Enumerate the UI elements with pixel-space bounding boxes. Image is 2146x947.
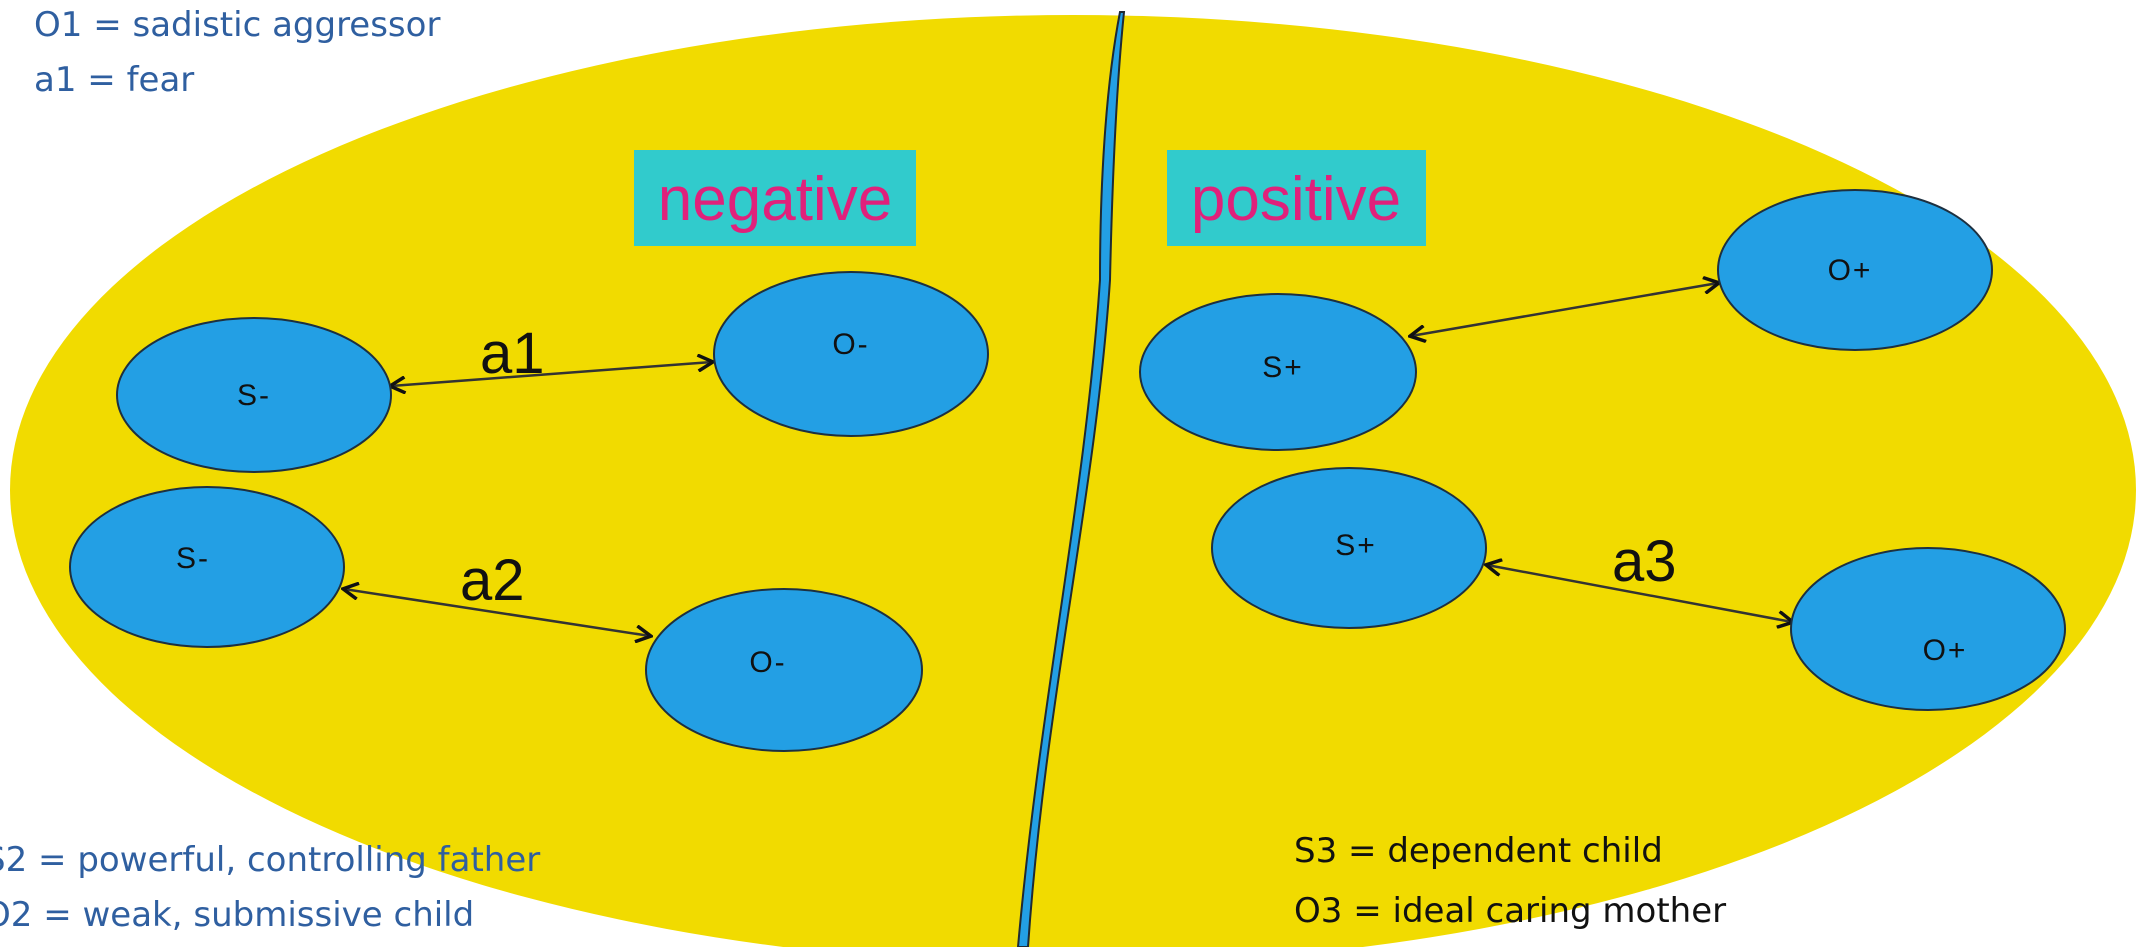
legend-s2: S2 = powerful, controlling father (0, 840, 540, 880)
node-o-plus-bottom-label: O+ (1923, 634, 1968, 667)
node-o-minus-bottom: O- (645, 588, 923, 752)
node-s-plus-bottom-label: S+ (1335, 529, 1377, 562)
node-s-plus-top-label: S+ (1262, 351, 1304, 384)
positive-tag: positive (1167, 150, 1426, 246)
legend-o1: O1 = sadistic aggressor (34, 5, 440, 45)
node-o-minus-top-label: O- (832, 328, 869, 361)
node-o-plus-top-label: O+ (1828, 254, 1873, 287)
legend-a1: a1 = fear (34, 60, 194, 100)
edge-label-a1: a1 (480, 321, 545, 386)
background-ellipse (10, 15, 2136, 947)
edge-label-a3: a3 (1612, 529, 1677, 594)
node-s-plus-bottom: S+ (1211, 467, 1487, 629)
edge-a2-arrow (344, 589, 650, 636)
legend-o2: O2 = weak, submissive child (0, 895, 474, 935)
negative-tag: negative (634, 150, 916, 246)
edge-a1-arrow (391, 362, 712, 386)
node-s-minus-top-label: S- (237, 379, 271, 412)
legend-s3: S3 = dependent child (1294, 831, 1663, 871)
legend-o3: O3 = ideal caring mother (1294, 891, 1726, 931)
edge-s1-o1-positive-arrow (1411, 283, 1718, 336)
node-o-plus-top: O+ (1717, 189, 1993, 351)
edge-a3-arrow (1487, 565, 1792, 622)
node-s-minus-top: S- (116, 317, 392, 473)
node-s-minus-bottom: S- (69, 486, 345, 648)
negative-tag-label: negative (658, 165, 892, 234)
node-o-minus-bottom-label: O- (749, 646, 786, 679)
positive-tag-label: positive (1191, 165, 1401, 234)
node-s-minus-bottom-label: S- (176, 542, 210, 575)
node-o-plus-bottom: O+ (1790, 547, 2066, 711)
divider-line (1016, 11, 1126, 947)
edge-label-a2: a2 (460, 548, 525, 613)
node-o-minus-top: O- (713, 271, 989, 437)
node-s-plus-top: S+ (1139, 293, 1417, 451)
